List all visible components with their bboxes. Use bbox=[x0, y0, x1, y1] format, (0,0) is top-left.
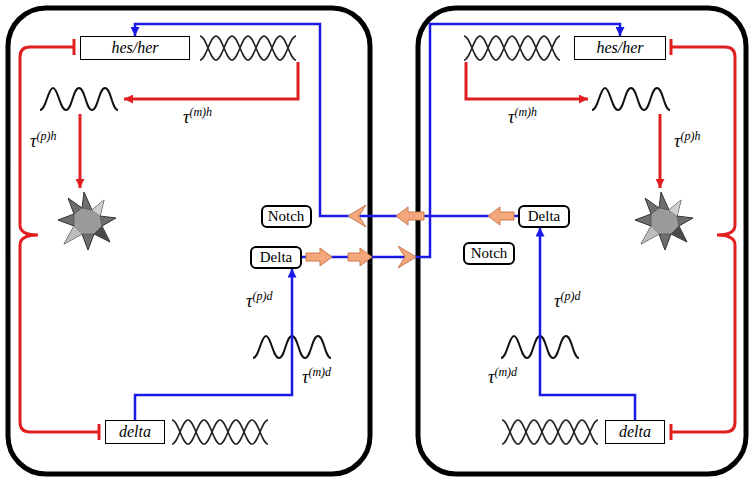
delay-superscript: (m)h bbox=[514, 105, 537, 119]
dna-helix bbox=[172, 420, 268, 444]
delay-symbol: τ bbox=[246, 291, 252, 311]
mrna-wave bbox=[592, 88, 670, 110]
mrna-wave bbox=[40, 88, 118, 110]
delta-ligand bbox=[348, 248, 372, 266]
gene-name: delta bbox=[119, 423, 151, 441]
notch-receptor bbox=[348, 205, 366, 227]
signal-arrow bbox=[540, 228, 635, 421]
delay-label: τ(m)d bbox=[488, 366, 517, 386]
delay-label: τ(p)h bbox=[30, 130, 56, 150]
protein-name: Delta bbox=[528, 208, 560, 225]
protein-box: Delta bbox=[250, 246, 302, 269]
delay-superscript: (m)d bbox=[494, 365, 517, 379]
dna-helix bbox=[464, 36, 560, 60]
gene-name: hes/her bbox=[596, 39, 643, 57]
delta-ligand bbox=[306, 248, 332, 266]
delay-label: τ(p)d bbox=[246, 290, 272, 310]
delay-label: τ(m)h bbox=[183, 106, 212, 126]
transcription-arrow bbox=[124, 62, 298, 99]
gene-box: delta bbox=[605, 420, 665, 444]
signal-arrow bbox=[302, 24, 620, 257]
repression-bar bbox=[74, 39, 99, 440]
signal-arrow bbox=[135, 269, 292, 421]
gene-name: delta bbox=[619, 423, 651, 441]
protein-blob bbox=[58, 192, 116, 250]
delay-symbol: τ bbox=[508, 107, 514, 127]
delay-superscript: (p)d bbox=[560, 289, 580, 303]
gene-box: hes/her bbox=[574, 36, 666, 60]
protein-name: Notch bbox=[471, 245, 508, 262]
protein-name: Notch bbox=[268, 208, 305, 225]
protein-name: Delta bbox=[260, 249, 292, 266]
translation-arrow bbox=[79, 114, 82, 188]
delay-superscript: (p)d bbox=[252, 289, 272, 303]
gene-name: hes/her bbox=[111, 39, 158, 57]
delay-superscript: (m)h bbox=[189, 105, 212, 119]
cell-outline bbox=[418, 8, 746, 474]
delay-symbol: τ bbox=[302, 367, 308, 387]
cell-outline bbox=[8, 8, 370, 474]
protein-blob bbox=[635, 192, 693, 250]
delay-label: τ(p)h bbox=[674, 130, 700, 150]
repression-bracket bbox=[20, 47, 99, 432]
delay-symbol: τ bbox=[674, 131, 680, 151]
delta-ligand bbox=[488, 207, 514, 225]
protein-box: Notch bbox=[463, 242, 515, 265]
delay-superscript: (m)d bbox=[308, 365, 331, 379]
delay-symbol: τ bbox=[30, 131, 36, 151]
delay-symbol: τ bbox=[183, 107, 189, 127]
signal-arrow bbox=[135, 24, 518, 216]
protein-box: Notch bbox=[261, 205, 312, 228]
repression-bracket bbox=[671, 47, 735, 432]
delay-label: τ(m)d bbox=[302, 366, 331, 386]
delay-label: τ(p)d bbox=[554, 290, 580, 310]
translation-arrow bbox=[659, 114, 662, 188]
notch-receptor bbox=[398, 246, 416, 268]
gene-box: delta bbox=[105, 420, 165, 444]
delay-superscript: (p)h bbox=[36, 129, 56, 143]
delay-symbol: τ bbox=[488, 367, 494, 387]
delta-ligand bbox=[396, 207, 424, 225]
delay-label: τ(m)h bbox=[508, 106, 537, 126]
delay-symbol: τ bbox=[554, 291, 560, 311]
delay-superscript: (p)h bbox=[680, 129, 700, 143]
transcription-arrow bbox=[466, 62, 588, 99]
dna-helix bbox=[200, 36, 296, 60]
repression-bar bbox=[670, 39, 673, 440]
protein-box: Delta bbox=[518, 205, 570, 228]
dna-helix bbox=[502, 420, 598, 444]
gene-box: hes/her bbox=[80, 36, 190, 60]
